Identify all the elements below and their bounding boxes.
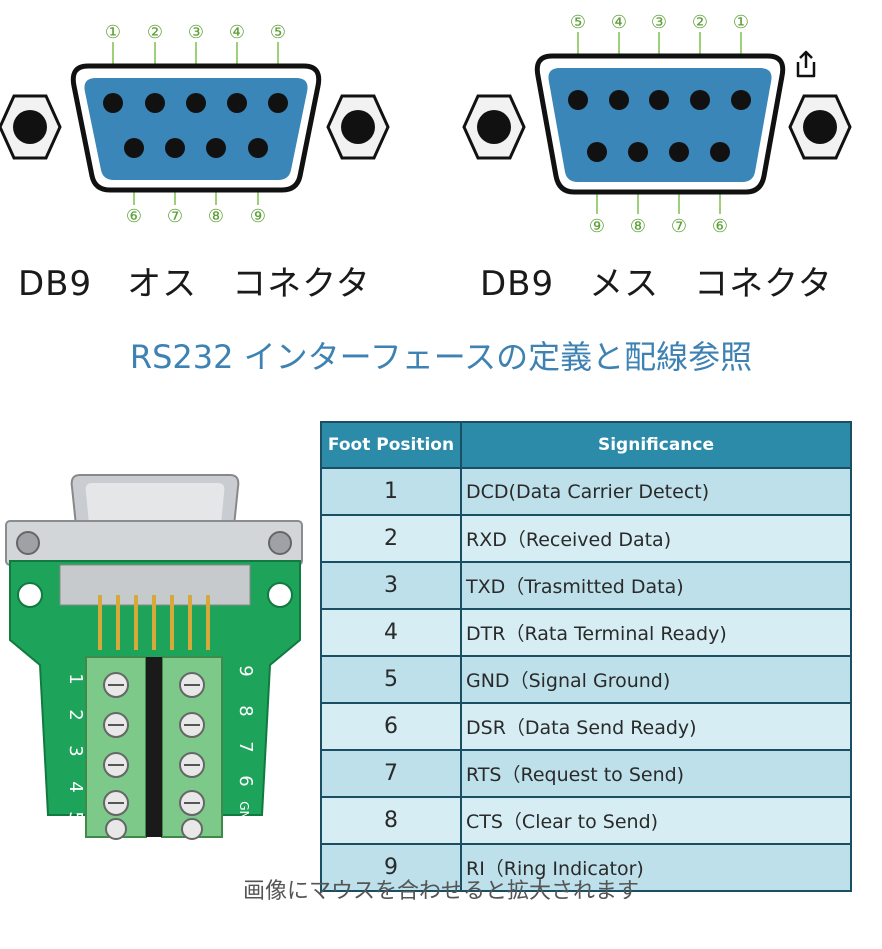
board-pin-number: 1: [65, 673, 86, 684]
share-icon: [796, 50, 816, 78]
column-header-foot-position: Foot Position: [320, 421, 462, 469]
female-pin-label: ①: [733, 12, 749, 33]
foot-position-cell: 1: [320, 467, 462, 516]
male-pin-label: ④: [229, 22, 245, 43]
female-pin-label: ⑤: [570, 12, 586, 33]
foot-position-cell: 7: [320, 749, 462, 798]
male-pin-label: ⑧: [208, 206, 224, 227]
board-pin-number: GND: [237, 801, 251, 829]
table-row: 5 GND（Signal Ground): [320, 655, 852, 704]
zoom-hint-text: 画像にマウスを合わせると拡大されます: [242, 879, 639, 904]
table-row: 6 DSR（Data Send Ready): [320, 702, 852, 751]
page-headline: RS232 インターフェースの定義と配線参照: [129, 338, 753, 376]
significance-cell: DCD(Data Carrier Detect): [460, 467, 852, 516]
male-pin-label: ②: [147, 22, 163, 43]
board-pin-number: 9: [235, 665, 256, 676]
foot-position-cell: 6: [320, 702, 462, 751]
foot-position-cell: 2: [320, 514, 462, 563]
board-pin-number: 6: [235, 775, 256, 786]
table-row: 8 CTS（Clear to Send): [320, 796, 852, 845]
male-pin-label: ③: [188, 22, 204, 43]
female-connector-label: DB9 メス コネクタ: [480, 264, 833, 304]
board-pin-number: 3: [65, 745, 86, 756]
female-pin-label: ④: [611, 12, 627, 33]
table-row: 7 RTS（Request to Send): [320, 749, 852, 798]
table-row: 4 DTR（Rata Terminal Ready): [320, 608, 852, 657]
significance-cell: RTS（Request to Send): [460, 749, 852, 798]
male-pin-label: ⑥: [126, 206, 142, 227]
male-connector-label: DB9 オス コネクタ: [18, 264, 371, 304]
db9-male-connector-diagram: ① ② ③ ④ ⑤ ⑥ ⑦ ⑧ ⑨: [0, 22, 390, 227]
significance-cell: RI（Ring Indicator): [460, 843, 852, 892]
board-pin-number: 5: [65, 811, 86, 822]
significance-cell: DTR（Rata Terminal Ready): [460, 608, 852, 657]
board-pin-number: 8: [235, 705, 256, 716]
female-pin-label: ⑥: [712, 216, 728, 237]
male-pin-label: ⑨: [250, 206, 266, 227]
female-pin-label: ⑦: [671, 216, 687, 237]
male-pin-label: ①: [105, 22, 121, 43]
female-pin-label: ⑨: [589, 216, 605, 237]
board-pin-number: 4: [65, 781, 86, 792]
db9-female-connector-diagram: ⑤ ④ ③ ② ① ⑨ ⑧ ⑦ ⑥: [462, 12, 852, 237]
board-pin-number: 2: [65, 709, 86, 720]
foot-position-cell: 3: [320, 561, 462, 610]
female-pin-label: ③: [651, 12, 667, 33]
mount-nut-right: [326, 94, 390, 160]
mount-nut-left: [462, 94, 526, 160]
female-pin-label: ②: [692, 12, 708, 33]
male-pin-label: ⑤: [270, 22, 286, 43]
table-row: 9 RI（Ring Indicator): [320, 843, 852, 892]
table-row: 2 RXD（Received Data): [320, 514, 852, 563]
foot-position-cell: 5: [320, 655, 462, 704]
significance-cell: TXD（Trasmitted Data): [460, 561, 852, 610]
table-row: 3 TXD（Trasmitted Data): [320, 561, 852, 610]
significance-cell: GND（Signal Ground): [460, 655, 852, 704]
foot-position-cell: 4: [320, 608, 462, 657]
share-button[interactable]: [786, 44, 826, 84]
significance-cell: RXD（Received Data): [460, 514, 852, 563]
board-pin-number: 7: [235, 741, 256, 752]
table-header-row: Foot Position Significance: [320, 421, 852, 469]
mount-nut-left: [0, 94, 62, 160]
male-pin-label: ⑦: [167, 206, 183, 227]
db9-breakout-board-image: 1 2 3 4 5 9 8 7 6 GND: [5, 474, 303, 840]
foot-position-cell: 8: [320, 796, 462, 845]
mount-nut-right: [788, 94, 852, 160]
column-header-significance: Significance: [460, 421, 852, 469]
significance-cell: CTS（Clear to Send): [460, 796, 852, 845]
pin-definition-table: Foot Position Significance 1 DCD(Data Ca…: [320, 421, 852, 892]
female-pin-label: ⑧: [630, 216, 646, 237]
foot-position-cell: 9: [320, 843, 462, 892]
table-row: 1 DCD(Data Carrier Detect): [320, 467, 852, 516]
significance-cell: DSR（Data Send Ready): [460, 702, 852, 751]
